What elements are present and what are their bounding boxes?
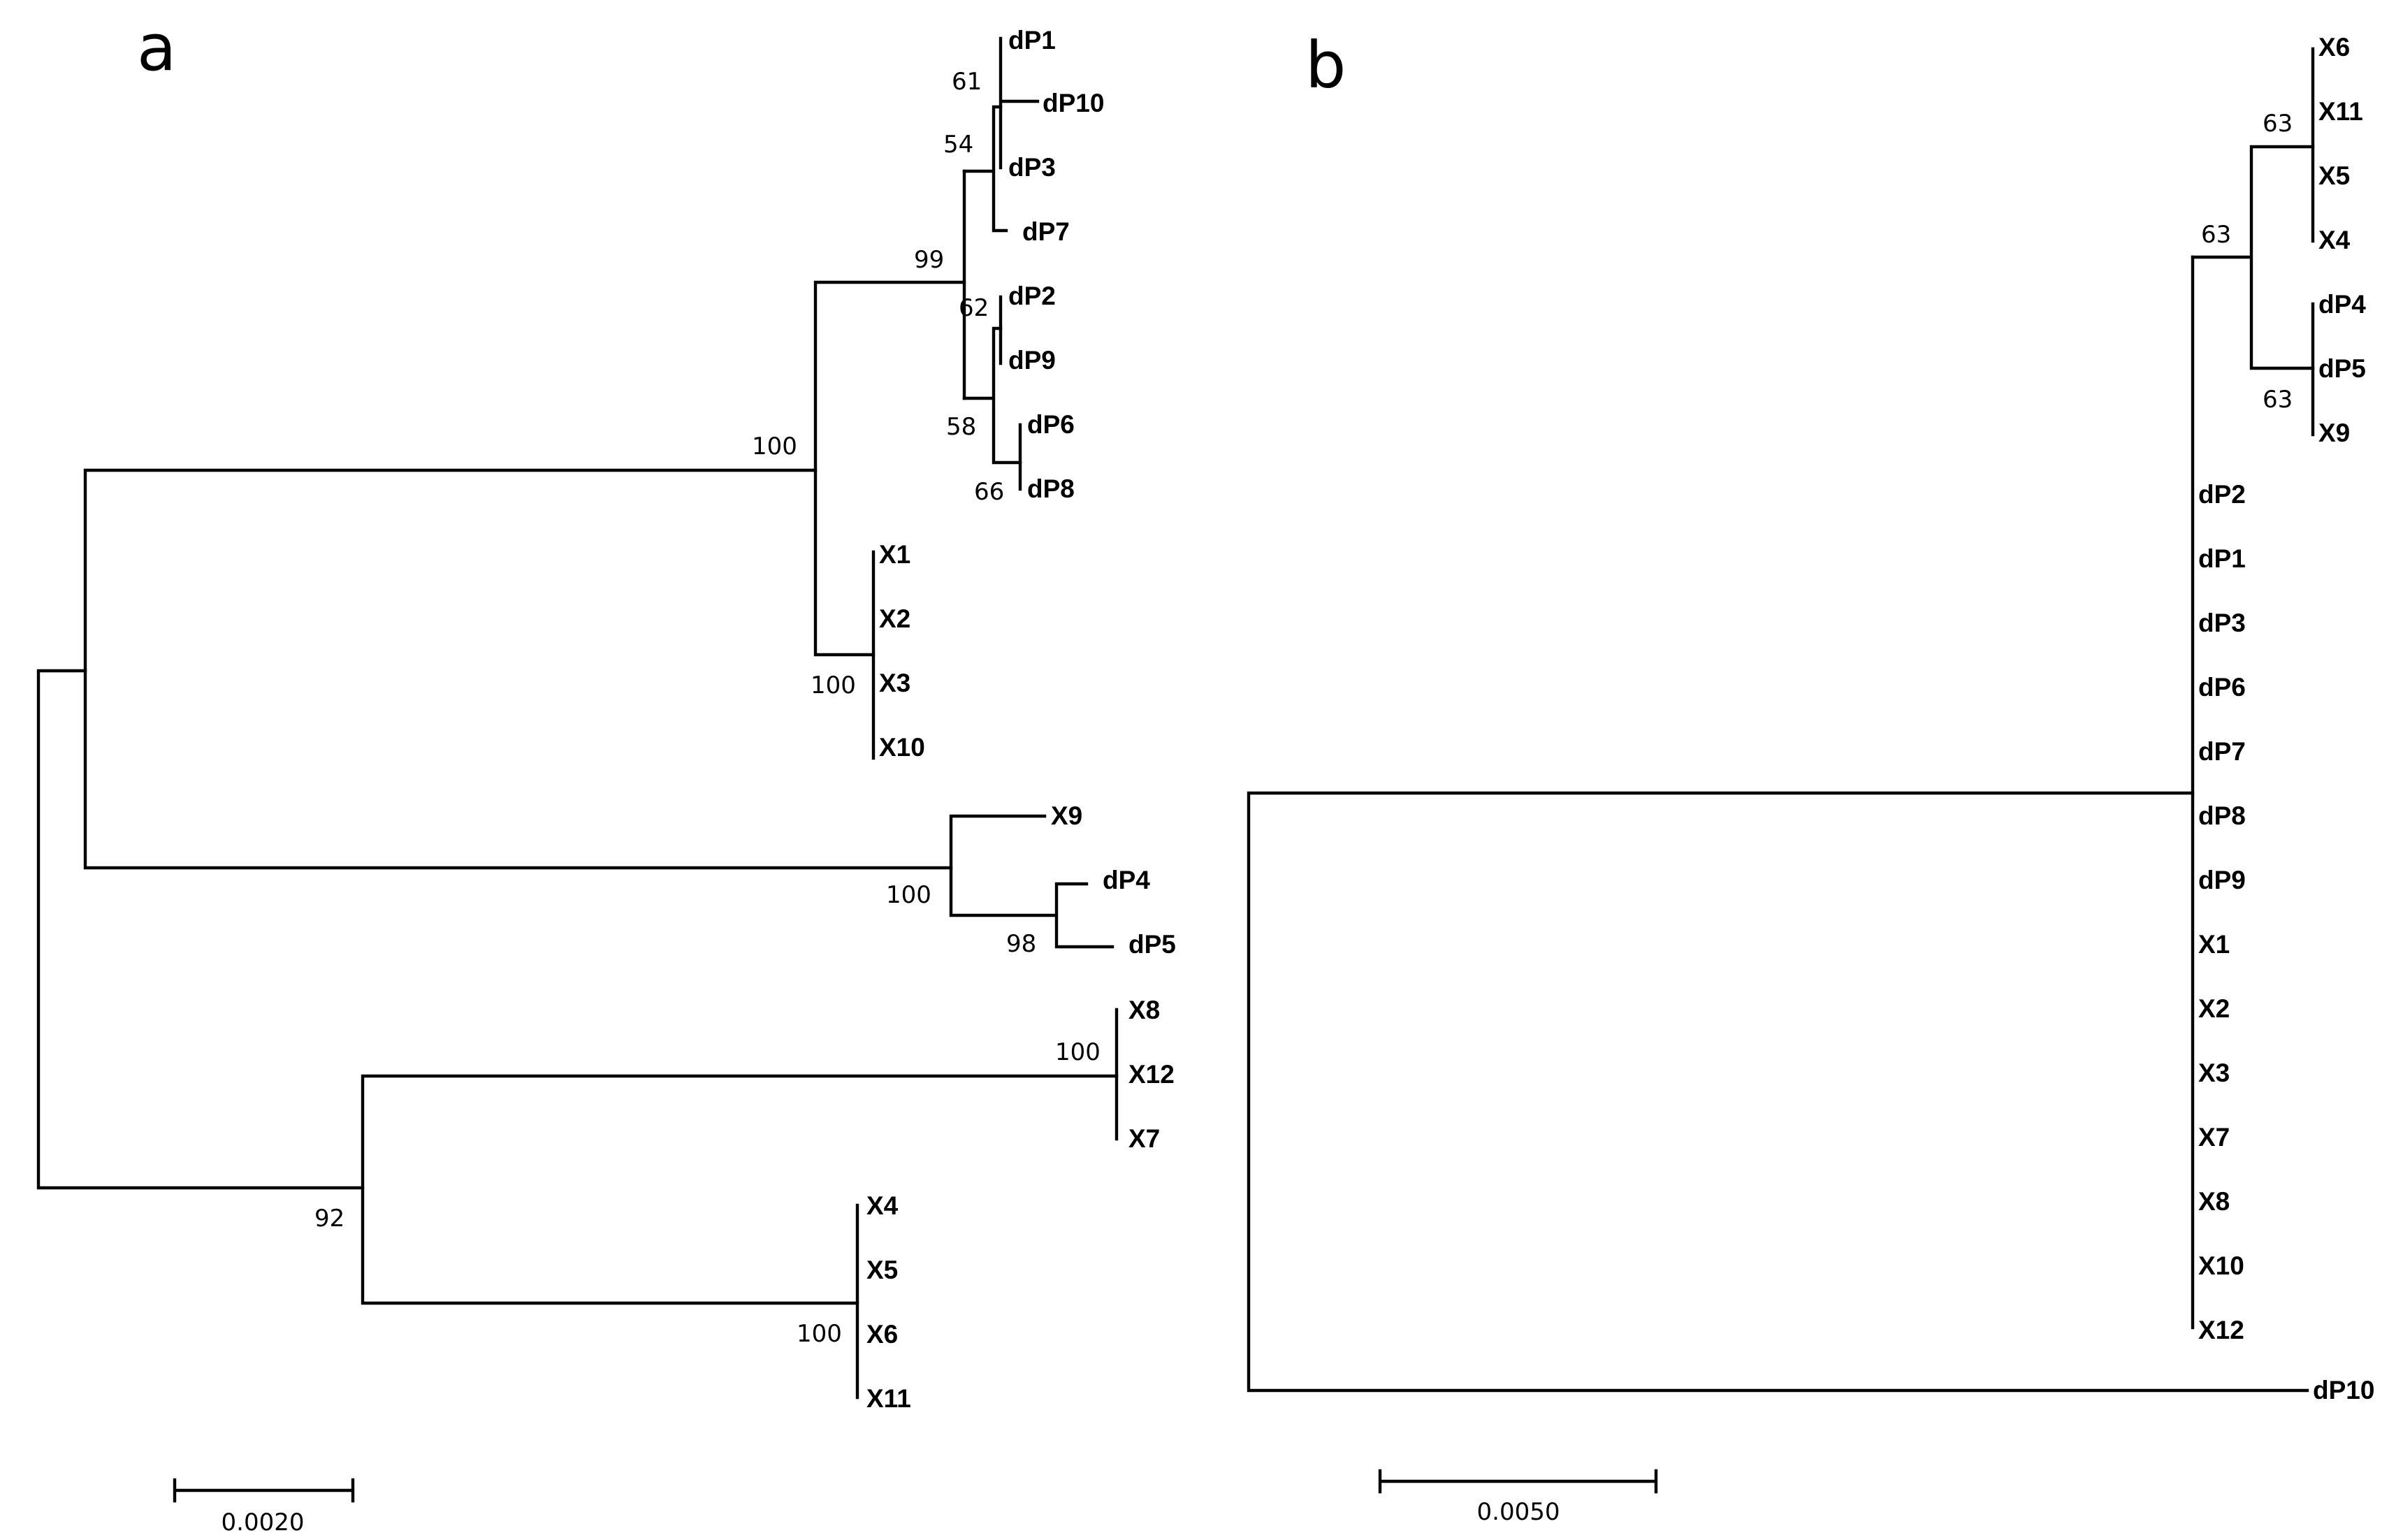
leaf-label: X12: [2198, 1316, 2244, 1344]
leaf-label: dP3: [2198, 609, 2246, 637]
bootstrap-value: 58: [946, 413, 976, 441]
panel-label-b: b: [1305, 28, 1346, 103]
leaf-label: X7: [2198, 1123, 2230, 1152]
leaf-label: X2: [2198, 994, 2230, 1023]
bootstrap-value: 100: [797, 1320, 842, 1348]
bootstrap-value: 63: [2263, 386, 2293, 414]
leaf-label: X5: [866, 1256, 898, 1284]
leaf-label: X1: [2198, 930, 2230, 959]
branch-upper: [83, 468, 953, 870]
panel-label-a: a: [137, 10, 176, 85]
leaf-label: dP5: [2318, 354, 2366, 383]
bootstrap-value: 61: [952, 68, 982, 96]
branch-dp1-dp10-dp3: [999, 36, 1040, 170]
leaf-label: dP4: [2318, 290, 2366, 319]
leaf-label: dP1: [2198, 544, 2246, 573]
leaf-label: dP1: [1008, 26, 1056, 55]
leaf-label: dP7: [1022, 217, 1070, 246]
bootstrap-value: 98: [1006, 930, 1036, 958]
leaf-label: X9: [2318, 419, 2350, 447]
leaf-label: dP9: [1008, 346, 1056, 375]
leaf-label: dP8: [1027, 474, 1075, 503]
bootstrap-value: 63: [2263, 110, 2293, 138]
leaf-label: X5: [2318, 161, 2350, 190]
bootstrap-value: 63: [2201, 221, 2231, 249]
bootstrap-value: 100: [811, 671, 856, 699]
tree-a: a dP1 dP10 dP3 dP7 dP2 dP9 dP6 dP8 X1 X2…: [36, 10, 1176, 1537]
bootstrap-value: 92: [314, 1205, 344, 1233]
leaf-label: X4: [866, 1191, 899, 1220]
leaf-label: X6: [866, 1320, 898, 1349]
leaf-label: dP9: [2198, 866, 2246, 894]
leaf-label: X6: [2318, 33, 2350, 61]
leaf-label: dP8: [2198, 801, 2246, 830]
scale-bar-label-b: 0.0050: [1477, 1498, 1560, 1526]
leaf-label: X11: [866, 1384, 911, 1413]
bootstrap-value: 99: [914, 246, 944, 274]
bootstrap-value: 66: [974, 478, 1004, 506]
branch-x9-dp4-dp5: [949, 814, 1114, 949]
leaf-label: dP10: [2313, 1376, 2374, 1404]
branch-lower: [361, 1074, 1119, 1305]
leaf-label: dP2: [1008, 282, 1056, 310]
leaf-label: X2: [879, 604, 910, 633]
branch-dp1-dp7: [962, 105, 1008, 233]
branch-x-dp-clade: [2191, 145, 2315, 370]
leaf-label: X8: [1128, 996, 1160, 1024]
leaf-label: X12: [1128, 1060, 1175, 1089]
scale-bar-label-a: 0.0020: [222, 1509, 305, 1537]
leaf-label: X7: [1128, 1124, 1160, 1153]
scale-bar-a: [173, 1478, 355, 1503]
leaf-label: X10: [879, 733, 925, 762]
branch-dp2-dp8: [962, 326, 1022, 465]
leaf-label: X10: [2198, 1251, 2244, 1280]
leaf-label: X8: [2198, 1187, 2230, 1216]
leaf-label: dP10: [1043, 89, 1104, 117]
leaf-label: dP5: [1128, 930, 1176, 959]
leaf-label: dP6: [2198, 673, 2246, 702]
bootstrap-value: 100: [1055, 1038, 1101, 1066]
tree-b: b X6 X11 X5 X4 dP4 dP5 X9 dP2 dP1 dP3 dP…: [1247, 28, 2374, 1526]
branch-root: [36, 669, 365, 1190]
leaf-label: X1: [879, 540, 910, 569]
leaf-label: X3: [2198, 1059, 2230, 1087]
leaf-label: X9: [1051, 801, 1082, 830]
scale-bar-b: [1378, 1469, 1658, 1494]
branch-root-b: [1247, 791, 2309, 1393]
leaf-label: dP2: [2198, 480, 2246, 509]
bootstrap-value: 100: [886, 881, 931, 909]
branch-dp-x: [813, 280, 966, 657]
leaf-label: X4: [2318, 226, 2351, 254]
leaf-label: dP7: [2198, 737, 2246, 766]
bootstrap-value: 62: [959, 294, 989, 322]
bootstrap-value: 100: [752, 433, 797, 460]
leaf-label: X3: [879, 669, 910, 697]
leaf-label: X11: [2318, 97, 2363, 126]
bootstrap-value: 54: [943, 131, 973, 159]
leaf-label: dP3: [1008, 153, 1056, 182]
leaf-label: dP4: [1103, 866, 1150, 894]
leaf-label: dP6: [1027, 410, 1075, 439]
